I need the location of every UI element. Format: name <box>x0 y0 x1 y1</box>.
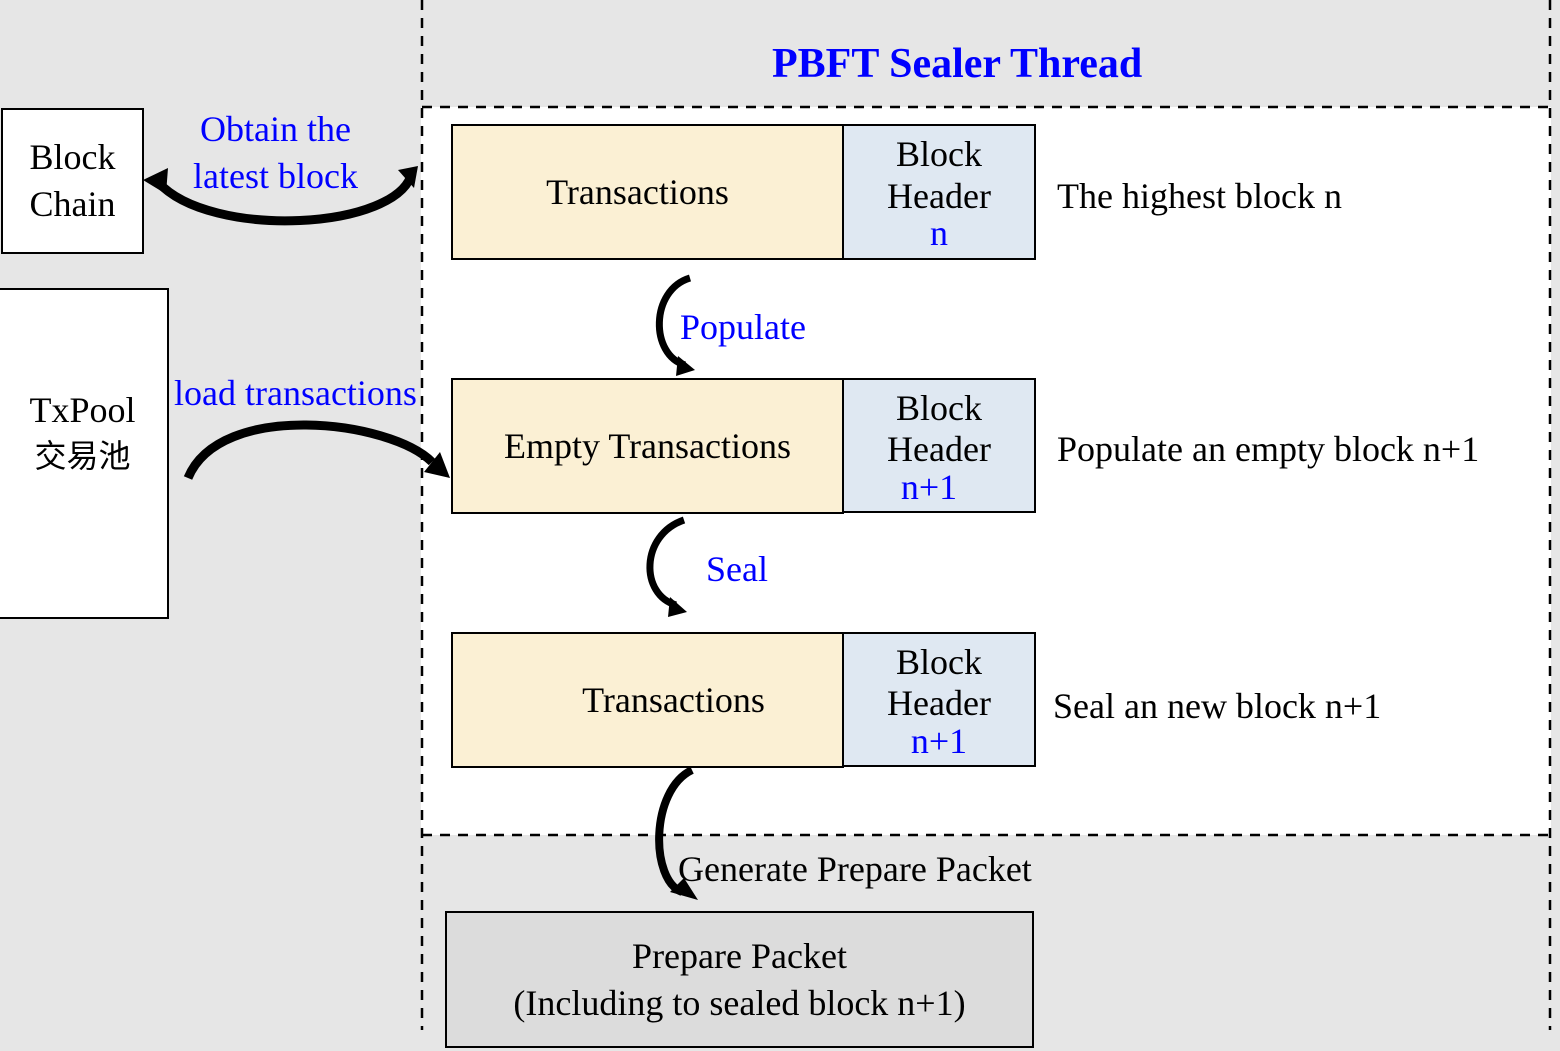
txpool-line2: 交易池 <box>34 436 131 475</box>
load-transactions-label: load transactions <box>174 373 417 413</box>
row2-transactions-label: Empty Transactions <box>503 426 791 466</box>
row3-transactions-box: Transactions <box>451 632 844 768</box>
row2-header-number: n+1 <box>900 466 958 507</box>
row1-header-box: Block Header n <box>842 124 1036 260</box>
prepare-packet-box: Prepare Packet (Including to sealed bloc… <box>445 911 1034 1048</box>
load-arrow-head <box>424 452 450 478</box>
row3-transactions-label: Transactions <box>582 680 765 720</box>
seal-arrow-head <box>668 597 687 617</box>
load-arrow-curve <box>183 420 436 480</box>
blockchain-line2: Chain <box>29 184 116 224</box>
generate-arrow-head <box>670 878 698 900</box>
diagram-title: PBFT Sealer Thread <box>772 41 1143 87</box>
row1-transactions-box: Transactions <box>451 124 844 260</box>
populate-arrow-head <box>676 356 695 376</box>
row1-header-line1: Block <box>896 134 982 175</box>
blockchain-box: Block Chain <box>1 108 144 254</box>
row2-header-line2: Header <box>887 429 991 470</box>
obtain-label-line2: latest block <box>193 156 358 196</box>
seal-arrow-curve <box>646 516 686 609</box>
row2-transactions-box: Empty Transactions <box>451 378 844 514</box>
row1-description: The highest block n <box>1057 176 1342 216</box>
txpool-box: TxPool 交易池 <box>0 288 169 619</box>
obtain-arrow-curve <box>154 170 417 226</box>
row3-header-line1: Block <box>896 641 982 682</box>
row2-header-box: Block Header n+1 <box>842 378 1036 513</box>
blockchain-line1: Block <box>29 137 116 178</box>
generate-prepare-packet-label: Generate Prepare Packet <box>678 849 1032 889</box>
row3-header-number: n+1 <box>910 720 968 761</box>
row3-header-line2: Header <box>887 683 991 724</box>
populate-arrow-curve <box>655 274 692 369</box>
obtain-label-line1: Obtain the <box>200 109 351 149</box>
populate-label: Populate <box>680 307 806 347</box>
txpool-line1: TxPool <box>29 390 136 430</box>
row1-transactions-label: Transactions <box>546 172 729 212</box>
row3-description: Seal an new block n+1 <box>1053 686 1382 726</box>
row1-header-number: n <box>930 213 948 254</box>
row3-header-box: Block Header n+1 <box>842 632 1036 767</box>
seal-label: Seal <box>706 549 768 589</box>
generate-arrow-curve <box>655 766 695 896</box>
obtain-arrow-tail <box>398 166 418 188</box>
prepare-packet-line2: (Including to sealed block n+1) <box>513 982 966 1023</box>
prepare-packet-line1: Prepare Packet <box>632 935 847 976</box>
row1-header-line2: Header <box>887 175 991 216</box>
row2-description: Populate an empty block n+1 <box>1057 429 1480 469</box>
row2-header-line1: Block <box>896 387 982 428</box>
obtain-arrow-head <box>143 168 168 194</box>
